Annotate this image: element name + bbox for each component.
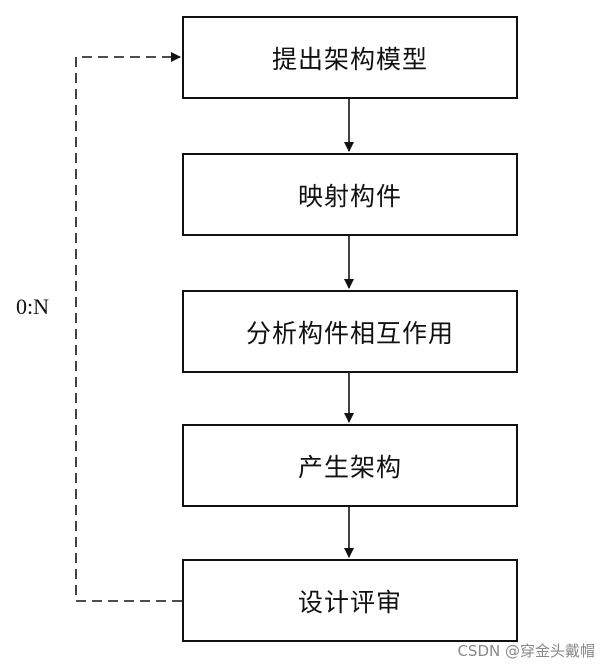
- step-analyze-component-interaction: 分析构件相互作用: [182, 290, 518, 373]
- step-label: 产生架构: [297, 452, 402, 482]
- step-label: 提出架构模型: [271, 44, 428, 74]
- watermark: CSDN @穿金头戴帽: [457, 642, 595, 660]
- step-propose-architecture-model: 提出架构模型: [182, 16, 518, 99]
- step-label: 分析构件相互作用: [245, 318, 454, 348]
- step-map-components: 映射构件: [182, 153, 518, 236]
- step-design-review: 设计评审: [182, 559, 518, 642]
- step-label: 设计评审: [297, 587, 402, 617]
- feedback-loop-arrow: [75, 52, 182, 602]
- loop-label: 0:N: [16, 294, 49, 319]
- step-label: 映射构件: [297, 181, 402, 211]
- step-generate-architecture: 产生架构: [182, 424, 518, 507]
